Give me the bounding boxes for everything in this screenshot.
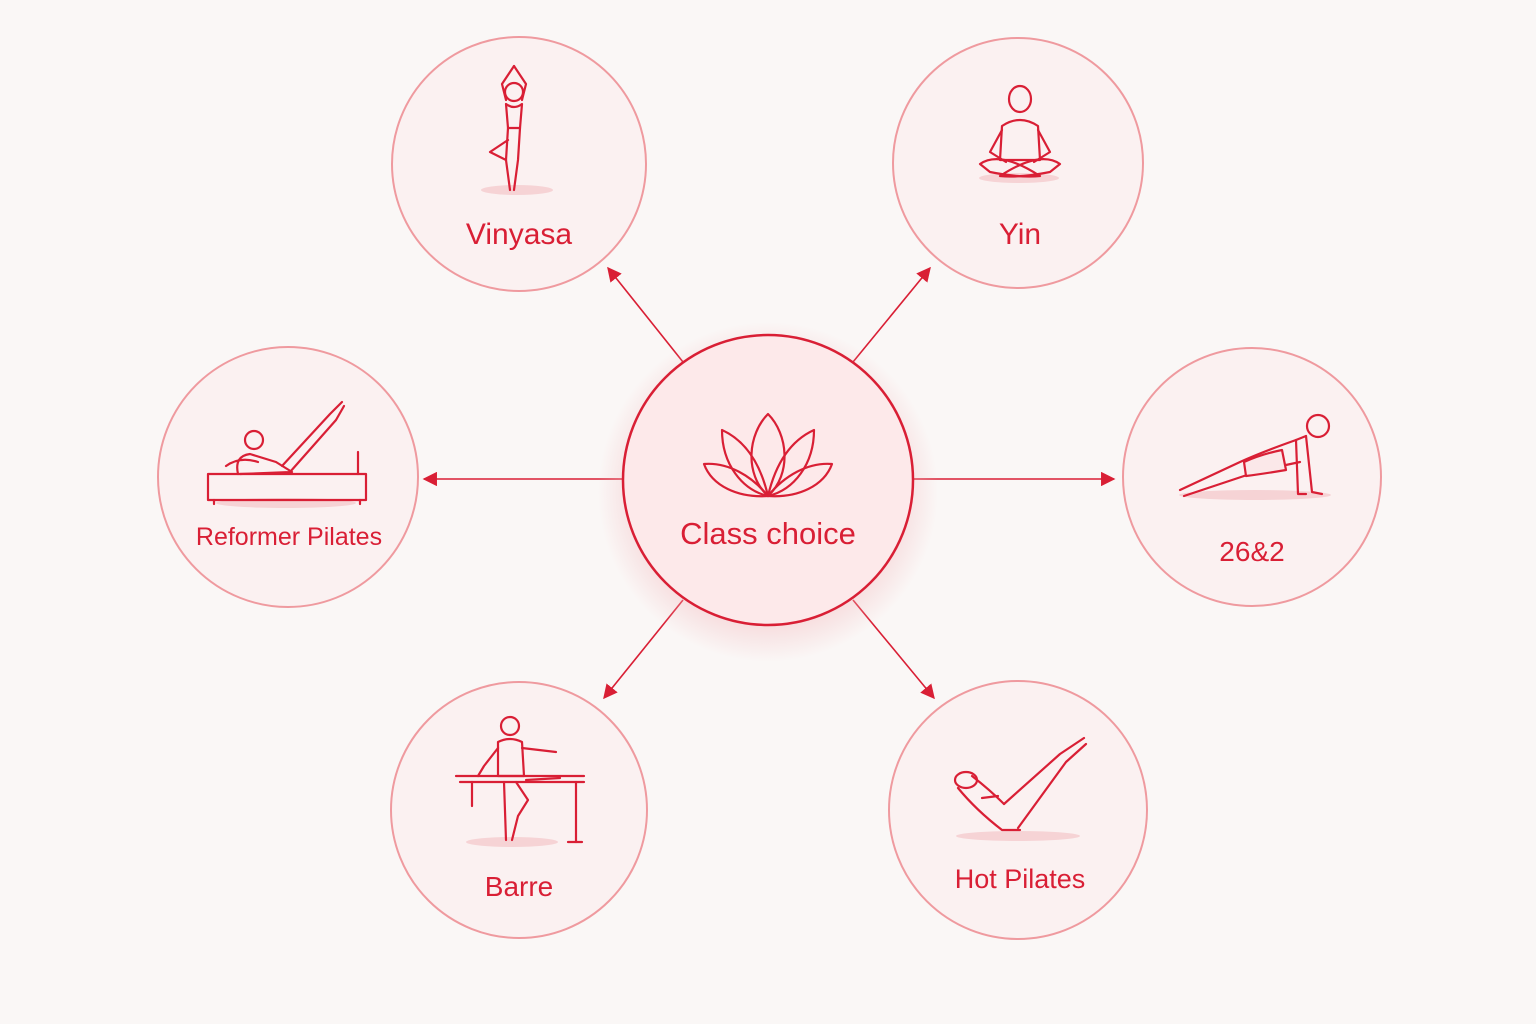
node-label-yin: Yin (999, 218, 1041, 251)
lotus-icon (702, 412, 834, 498)
node-vinyasa[interactable]: Vinyasa (391, 36, 647, 292)
hub-label: Class choice (680, 516, 856, 551)
node-label-reformer-pilates: Reformer Pilates (196, 523, 382, 551)
reformer-machine-icon (206, 400, 368, 508)
node-hot-pilates[interactable]: Hot Pilates (888, 680, 1148, 940)
tree-pose-icon (481, 64, 553, 195)
hub-node[interactable]: Class choice (598, 322, 938, 662)
node-label-26-2: 26&2 (1219, 536, 1284, 567)
node-label-barre: Barre (485, 871, 553, 902)
seated-meditation-icon (978, 84, 1062, 183)
node-label-vinyasa: Vinyasa (466, 218, 573, 251)
connector-vinyasa (607, 266, 684, 363)
ballet-barre-icon (454, 715, 586, 847)
node-label-hot-pilates: Hot Pilates (955, 864, 1086, 894)
connector-yin (852, 266, 931, 363)
plank-pose-icon (1178, 413, 1331, 500)
v-sit-icon (953, 736, 1088, 841)
node-reformer-pilates[interactable]: Reformer Pilates (157, 346, 419, 608)
node-26-2[interactable]: 26&2 (1122, 347, 1382, 607)
node-yin[interactable]: Yin (892, 37, 1144, 289)
node-barre[interactable]: Barre (390, 681, 648, 939)
